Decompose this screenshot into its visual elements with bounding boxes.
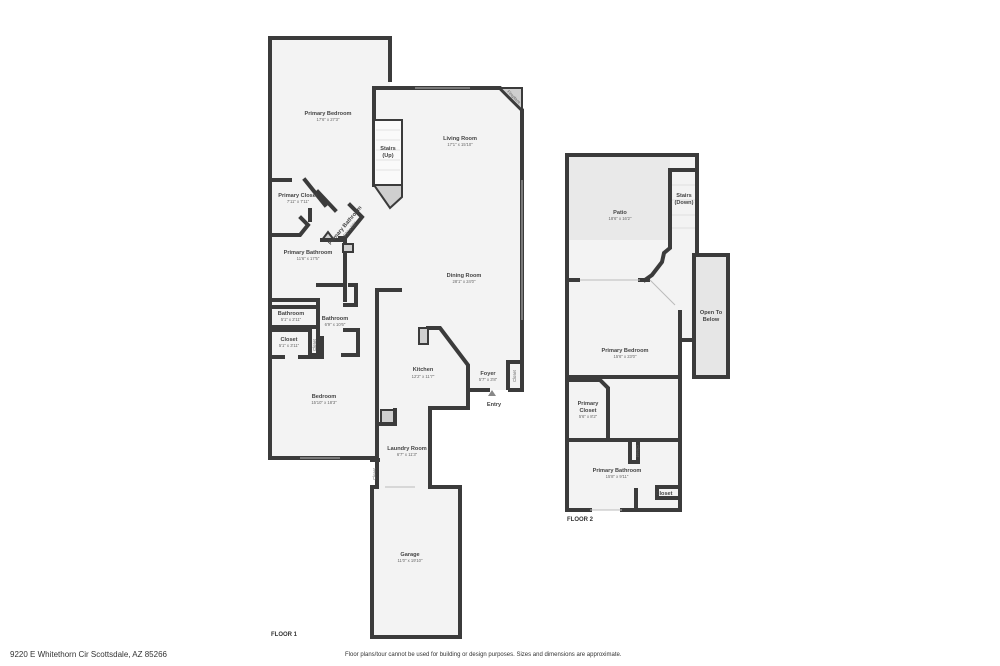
- svg-text:Closet: Closet: [635, 445, 640, 458]
- svg-text:6'9" x 10'6": 6'9" x 10'6": [325, 322, 346, 327]
- svg-text:Laundry Room: Laundry Room: [387, 446, 426, 452]
- svg-text:28'1" x 24'0": 28'1" x 24'0": [453, 279, 476, 284]
- svg-text:Stairs: Stairs: [380, 146, 396, 152]
- floor2-plan: [565, 153, 730, 512]
- svg-text:12'2" x 11'7": 12'2" x 11'7": [412, 374, 435, 379]
- svg-text:11'6" x 17'5": 11'6" x 17'5": [297, 256, 320, 261]
- svg-text:11'0" x 19'10": 11'0" x 19'10": [398, 558, 423, 563]
- svg-text:Closet: Closet: [312, 338, 317, 351]
- svg-text:Kitchen: Kitchen: [413, 367, 434, 373]
- svg-text:Garage: Garage: [400, 552, 419, 558]
- svg-text:5'6" x 8'2": 5'6" x 8'2": [579, 414, 598, 419]
- floor2-wall: [565, 153, 699, 257]
- svg-text:Primary Bathroom: Primary Bathroom: [593, 468, 642, 474]
- svg-text:Below: Below: [703, 317, 720, 323]
- floor2-label: FLOOR 2: [567, 517, 594, 523]
- svg-text:Bathroom: Bathroom: [322, 316, 348, 322]
- svg-text:Primary Closet: Primary Closet: [278, 193, 318, 199]
- svg-text:Stairs: Stairs: [676, 193, 692, 199]
- floor1-plan: [268, 36, 524, 639]
- room-label: Living Room: [443, 136, 477, 142]
- entry-label: Entry: [487, 402, 502, 408]
- svg-text:Primary: Primary: [578, 401, 600, 407]
- svg-text:Closet: Closet: [280, 337, 297, 343]
- entry-arrow-icon: [488, 390, 496, 396]
- room-label: Primary Bedroom: [305, 111, 352, 117]
- svg-text:15'8" x 9'11": 15'8" x 9'11": [606, 474, 629, 479]
- svg-text:Dining Room: Dining Room: [447, 273, 482, 279]
- svg-text:Closet: Closet: [372, 467, 377, 480]
- svg-text:Closet: Closet: [655, 491, 672, 497]
- svg-text:Patio: Patio: [613, 210, 627, 216]
- svg-text:17'6" x 27'3": 17'6" x 27'3": [317, 117, 340, 122]
- svg-text:Primary Bathroom: Primary Bathroom: [284, 250, 333, 256]
- svg-text:15'6" x 23'0": 15'6" x 23'0": [614, 354, 637, 359]
- svg-text:5'1" x 3'11": 5'1" x 3'11": [279, 343, 300, 348]
- svg-text:Open To: Open To: [700, 310, 723, 316]
- svg-text:(Up): (Up): [382, 153, 393, 159]
- svg-text:(Down): (Down): [675, 200, 694, 206]
- svg-text:5'1" x 2'11": 5'1" x 2'11": [281, 317, 302, 322]
- address: 9220 E Whitethorn Cir Scottsdale, AZ 852…: [10, 650, 167, 659]
- svg-text:15'10" x 18'3": 15'10" x 18'3": [311, 400, 337, 405]
- fireplace: [497, 87, 523, 113]
- svg-text:Bedroom: Bedroom: [312, 394, 337, 400]
- svg-text:7'11" x 7'11": 7'11" x 7'11": [287, 199, 310, 204]
- svg-text:Closet: Closet: [512, 369, 517, 382]
- svg-text:17'1" x 15'10": 17'1" x 15'10": [447, 142, 473, 147]
- svg-text:6'7" x 11'3": 6'7" x 11'3": [397, 452, 418, 457]
- svg-text:5'7" x 3'8": 5'7" x 3'8": [479, 377, 498, 382]
- svg-text:18'6" x 16'2": 18'6" x 16'2": [609, 216, 632, 221]
- svg-text:Primary Bedroom: Primary Bedroom: [602, 348, 649, 354]
- svg-text:Foyer: Foyer: [480, 371, 496, 377]
- disclaimer: Floor plans/tour cannot be used for buil…: [345, 652, 622, 658]
- svg-text:Closet: Closet: [579, 408, 596, 414]
- svg-text:Bathroom: Bathroom: [278, 311, 304, 317]
- open-to-below: [692, 253, 730, 379]
- floor1-label: FLOOR 1: [271, 632, 298, 638]
